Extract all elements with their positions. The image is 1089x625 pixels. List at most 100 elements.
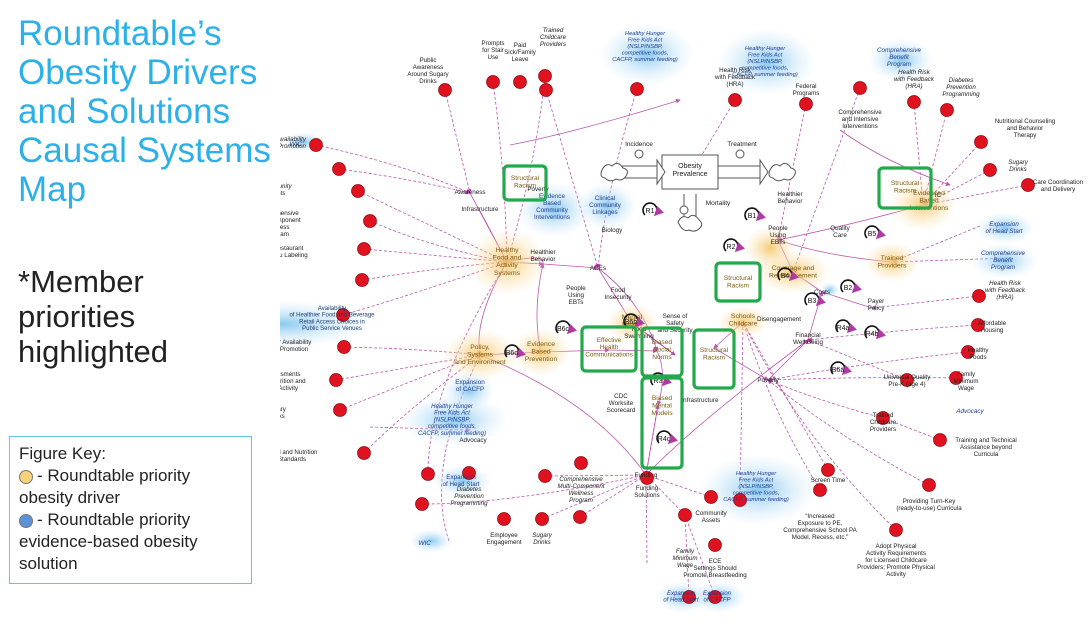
node-dot <box>333 403 347 417</box>
causal-link <box>807 324 979 342</box>
node-dot <box>971 318 985 332</box>
priority-box <box>640 376 684 470</box>
title-line: Obesity Drivers <box>18 53 258 92</box>
loop-label: R3 <box>654 378 663 385</box>
causal-link <box>545 89 600 269</box>
node-dot <box>357 446 371 460</box>
title-line: Causal Systems <box>18 131 271 170</box>
node-dot <box>940 103 954 117</box>
node-dot <box>708 590 722 604</box>
node-dot <box>907 95 921 109</box>
solution-glow <box>398 394 510 446</box>
cloud-icon <box>600 162 628 182</box>
causal-link <box>335 353 481 381</box>
loop-label: B6b <box>625 319 638 326</box>
node-dot <box>922 478 936 492</box>
solution-glow <box>577 182 637 230</box>
blue-dot-icon <box>19 513 33 528</box>
solution-glow <box>867 38 935 82</box>
node-dot <box>438 83 452 97</box>
node-dot <box>682 590 696 604</box>
figure-key-heading: Figure Key: <box>19 444 106 463</box>
loop-label: B6d <box>506 350 519 357</box>
figure-key-text: evidence-based obesity <box>19 532 198 551</box>
node-dot <box>486 75 500 89</box>
loop-label: B3 <box>808 298 817 305</box>
loop-arrow-icon <box>723 238 746 253</box>
note-line: priorities <box>18 299 136 334</box>
cloud-icon <box>768 162 796 182</box>
solution-label: Advocacy <box>955 408 984 415</box>
node-dot <box>337 340 351 354</box>
driver-glow <box>744 226 796 270</box>
node-label: ACEs <box>590 265 606 272</box>
node-dot <box>1021 178 1035 192</box>
node-label: Poverty <box>757 377 779 384</box>
flow-arrow-icon <box>759 158 769 186</box>
priority-box <box>580 325 638 373</box>
priority-box <box>692 328 736 390</box>
valve-icon <box>634 149 644 159</box>
node-dot <box>309 138 323 152</box>
node-label: Funding <box>635 472 658 479</box>
node-dot <box>876 411 890 425</box>
title-line: Roundtable’s <box>18 14 222 53</box>
loop-label: B5 <box>868 231 877 238</box>
loop-arrow-icon <box>840 279 863 294</box>
node-label: Providing Turn-Key(ready-to-use) Curricu… <box>896 498 962 512</box>
causal-link <box>338 168 471 195</box>
causal-link <box>767 379 930 486</box>
nodes <box>309 69 1035 604</box>
solution-glow <box>698 454 818 526</box>
node-label: Screen Time <box>811 477 846 484</box>
causal-link <box>608 348 658 354</box>
solution-glow <box>820 282 840 298</box>
node-dot <box>961 345 975 359</box>
causal-link <box>579 474 647 518</box>
loop-arrow-icon <box>864 225 887 240</box>
driver-glow <box>606 303 658 343</box>
node-dot <box>329 373 343 387</box>
causal-link <box>427 261 508 475</box>
node-dot <box>704 490 718 504</box>
causal-link <box>839 129 951 186</box>
node-dot <box>821 463 835 477</box>
solution-glow <box>975 212 1035 244</box>
priority-boxes <box>502 164 933 470</box>
loop-label: R4a <box>837 325 850 332</box>
solution-glow <box>432 465 492 497</box>
node-dot <box>630 82 644 96</box>
loop-arrow-icon <box>777 267 800 282</box>
causal-link <box>444 89 472 194</box>
figure-key-text: - Roundtable priority <box>37 466 191 485</box>
causal-link <box>509 98 681 146</box>
title-line: Map <box>18 170 87 209</box>
solution-label: WIC <box>418 540 431 547</box>
figure-key-solution-row: - Roundtable priority <box>19 509 245 531</box>
